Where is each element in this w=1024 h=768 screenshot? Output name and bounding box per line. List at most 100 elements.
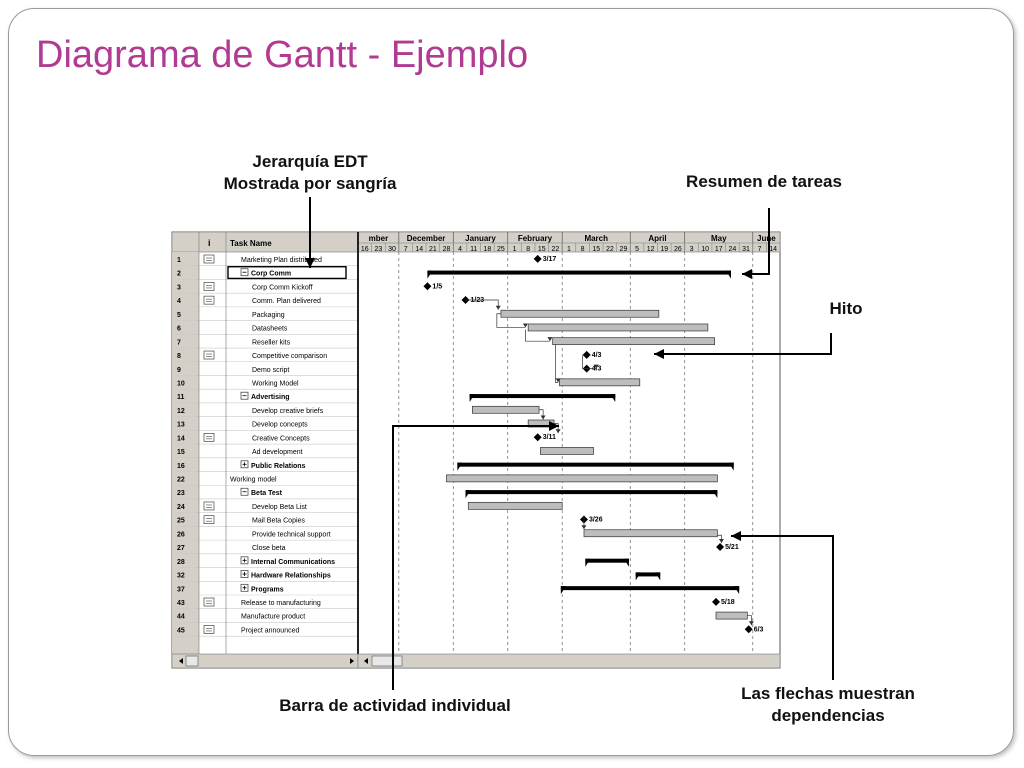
task-bar[interactable] bbox=[471, 405, 540, 414]
callout-milestone-pointer bbox=[654, 333, 832, 355]
summary-bar-end bbox=[728, 462, 734, 471]
summary-bar[interactable] bbox=[427, 270, 731, 275]
row-id: 32 bbox=[177, 573, 185, 580]
day-label: 16 bbox=[361, 246, 369, 253]
day-label: 23 bbox=[375, 246, 383, 253]
summary-bar[interactable] bbox=[635, 572, 661, 577]
row-id: 1 bbox=[177, 257, 181, 264]
row-id: 5 bbox=[177, 312, 181, 319]
chart-scrollbar[interactable] bbox=[357, 653, 781, 669]
day-label: 5 bbox=[635, 246, 639, 253]
callout-summary-pointer-head bbox=[742, 269, 752, 279]
task-bar[interactable] bbox=[583, 529, 718, 538]
day-label: 10 bbox=[701, 246, 709, 253]
row-id: 11 bbox=[177, 394, 185, 401]
row-id: 10 bbox=[177, 380, 185, 387]
summary-bar-end bbox=[725, 270, 731, 279]
milestone-diamond[interactable] bbox=[533, 254, 542, 263]
day-label: 4 bbox=[458, 246, 462, 253]
month-label: April bbox=[648, 234, 666, 243]
note-icon bbox=[203, 501, 215, 511]
milestone-diamond[interactable] bbox=[423, 282, 432, 291]
task-bar[interactable] bbox=[467, 501, 563, 510]
scroll-thumb[interactable] bbox=[185, 655, 199, 667]
row-id: 26 bbox=[177, 531, 185, 538]
row-id: 14 bbox=[177, 435, 185, 442]
dependency-arrowhead bbox=[718, 538, 724, 543]
day-label: 25 bbox=[497, 246, 505, 253]
summary-bar-end bbox=[623, 558, 629, 567]
day-label: 31 bbox=[742, 246, 750, 253]
task-name: Competitive comparison bbox=[252, 353, 327, 360]
day-label: 7 bbox=[758, 246, 762, 253]
day-label: 12 bbox=[647, 246, 655, 253]
gantt-window bbox=[171, 231, 781, 669]
day-label: 14 bbox=[415, 246, 423, 253]
row-id: 22 bbox=[177, 477, 185, 484]
dependency-arrow bbox=[525, 329, 550, 342]
chart-scroll-left-icon[interactable] bbox=[364, 658, 368, 664]
day-label: 22 bbox=[551, 246, 559, 253]
day-label: 26 bbox=[674, 246, 682, 253]
slide-frame bbox=[8, 8, 1014, 756]
summary-bar[interactable] bbox=[469, 394, 616, 399]
summary-bar[interactable] bbox=[585, 558, 629, 563]
scroll-right-icon[interactable] bbox=[350, 658, 354, 664]
scroll-left-icon[interactable] bbox=[179, 658, 183, 664]
month-label: March bbox=[584, 234, 608, 243]
day-label: 15 bbox=[538, 246, 546, 253]
table-scrollbar[interactable] bbox=[171, 653, 359, 669]
note-icon bbox=[203, 350, 215, 360]
milestone-diamond[interactable] bbox=[582, 350, 591, 359]
milestone-label: 4/3 bbox=[592, 366, 602, 373]
row-id: 37 bbox=[177, 586, 185, 593]
row-id: 44 bbox=[177, 614, 185, 621]
row-id: 3 bbox=[177, 284, 181, 291]
note-icon bbox=[203, 254, 215, 264]
task-bar[interactable] bbox=[552, 337, 716, 346]
task-name: Beta Test bbox=[251, 490, 283, 497]
summary-bar[interactable] bbox=[465, 490, 718, 495]
task-bar[interactable] bbox=[527, 323, 709, 332]
day-label: 15 bbox=[592, 246, 600, 253]
milestone-label: 3/11 bbox=[543, 434, 556, 441]
row-id: 15 bbox=[177, 449, 185, 456]
day-label: 24 bbox=[728, 246, 736, 253]
row-id: 27 bbox=[177, 545, 185, 552]
task-bar[interactable] bbox=[500, 309, 660, 318]
dependency-arrowhead bbox=[748, 621, 754, 626]
milestone-diamond[interactable] bbox=[533, 433, 542, 442]
info-column-header-icon: i bbox=[208, 238, 211, 248]
task-name: Corp Comm bbox=[251, 271, 291, 278]
milestone-diamond[interactable] bbox=[716, 542, 725, 551]
month-label: December bbox=[407, 234, 446, 243]
row-id: 43 bbox=[177, 600, 185, 607]
chart-scroll-thumb[interactable] bbox=[371, 655, 403, 667]
summary-bar-start bbox=[465, 490, 471, 499]
day-label: 3 bbox=[690, 246, 694, 253]
task-name: Provide technical support bbox=[252, 531, 331, 538]
task-bar[interactable] bbox=[446, 474, 718, 483]
summary-bar[interactable] bbox=[457, 462, 734, 467]
dependency-arrowhead bbox=[522, 323, 528, 328]
month-label: February bbox=[518, 234, 553, 243]
task-name: Programs bbox=[251, 586, 284, 593]
summary-bar-end bbox=[734, 586, 740, 595]
milestone-diamond[interactable] bbox=[712, 597, 721, 606]
task-bar[interactable] bbox=[559, 378, 641, 387]
task-name: Working Model bbox=[252, 380, 299, 387]
task-bar[interactable] bbox=[540, 447, 594, 455]
dependency-arrow bbox=[555, 344, 559, 383]
summary-bar[interactable] bbox=[560, 586, 740, 591]
day-label: 18 bbox=[483, 246, 491, 253]
task-name: Packaging bbox=[252, 312, 285, 319]
callout-wbs: Jerarquía EDT Mostrada por sangría bbox=[205, 151, 415, 195]
task-bar[interactable] bbox=[715, 611, 748, 620]
note-icon bbox=[203, 515, 215, 525]
month-label: mber bbox=[369, 234, 389, 243]
summary-bar-start bbox=[457, 462, 463, 471]
summary-bar-end bbox=[610, 394, 616, 403]
selected-cell[interactable] bbox=[227, 266, 347, 280]
milestone-diamond[interactable] bbox=[744, 625, 753, 634]
